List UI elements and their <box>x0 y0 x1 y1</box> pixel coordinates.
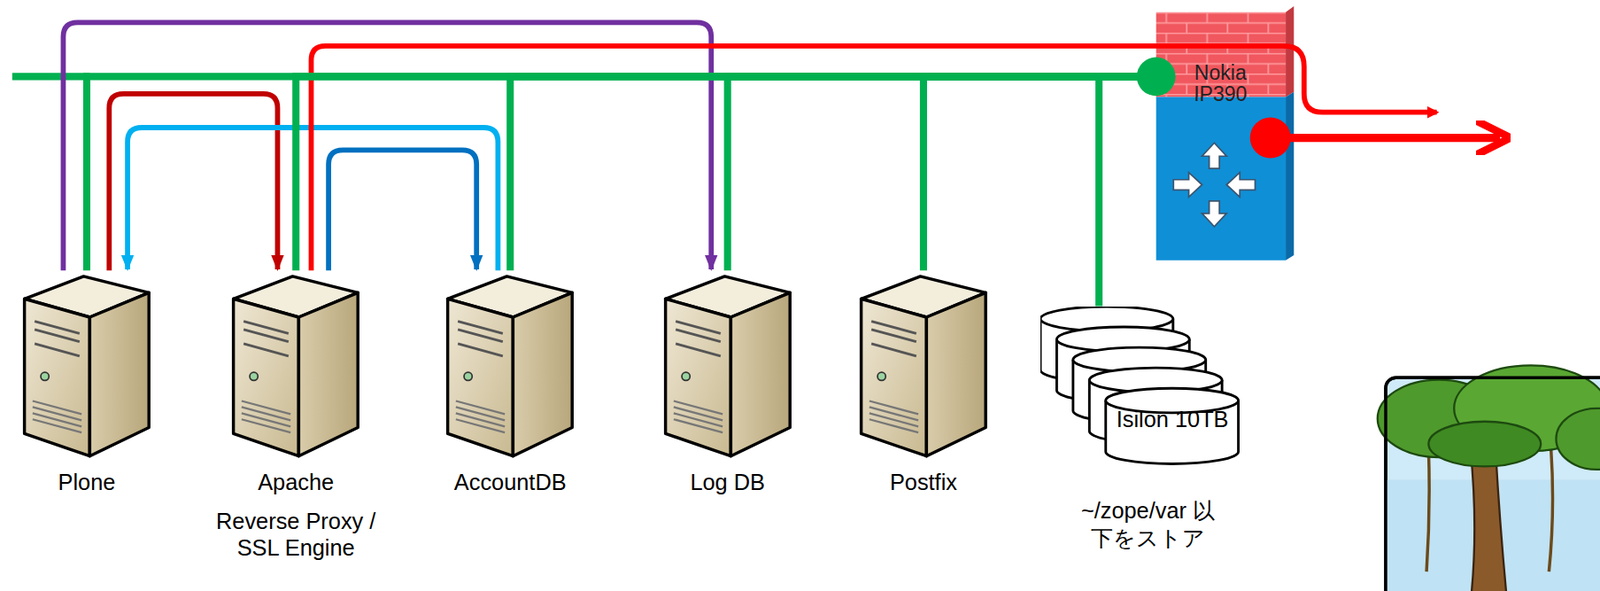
web-server: ApacheReverse Proxy / SSL Engine <box>188 270 403 561</box>
server-label: Postfix <box>857 468 990 495</box>
connector <box>295 76 1156 271</box>
storage-note: ~/zope/var 以下をストア <box>1071 496 1225 551</box>
database-server: Log DB <box>661 270 795 495</box>
server-role: Reverse Proxy / SSL Engine <box>209 507 383 562</box>
storage-label: Isilon 10TB <box>1105 406 1239 433</box>
connector <box>108 93 278 271</box>
exit-arrow <box>1283 46 1438 113</box>
device-label: Nokia IP390 <box>1178 61 1262 105</box>
internet-arrow <box>1270 133 1500 142</box>
server-label: Plone <box>20 468 154 495</box>
firewall-router: Nokia IP390 <box>1156 12 1286 261</box>
server-label: Apache <box>188 468 403 495</box>
bus-port-dot <box>1136 57 1176 97</box>
tree-illustration <box>1377 364 1600 591</box>
connector <box>1098 76 1157 306</box>
server-label: Log DB <box>661 468 795 495</box>
connector <box>62 22 712 271</box>
connector <box>510 76 1156 271</box>
connector <box>923 76 1157 271</box>
storage-array: Isilon 10TB ~/zope/var 以下をストア <box>1040 306 1255 551</box>
bus-stub <box>12 72 91 80</box>
connector <box>727 76 1157 271</box>
web-server: Plone <box>20 270 154 495</box>
mail-server: Postfix <box>857 270 990 495</box>
database-server: AccountDB <box>428 270 592 495</box>
connector <box>328 149 477 271</box>
server-label: AccountDB <box>428 468 592 495</box>
wan-port-dot <box>1250 116 1291 158</box>
connector <box>86 76 1157 271</box>
